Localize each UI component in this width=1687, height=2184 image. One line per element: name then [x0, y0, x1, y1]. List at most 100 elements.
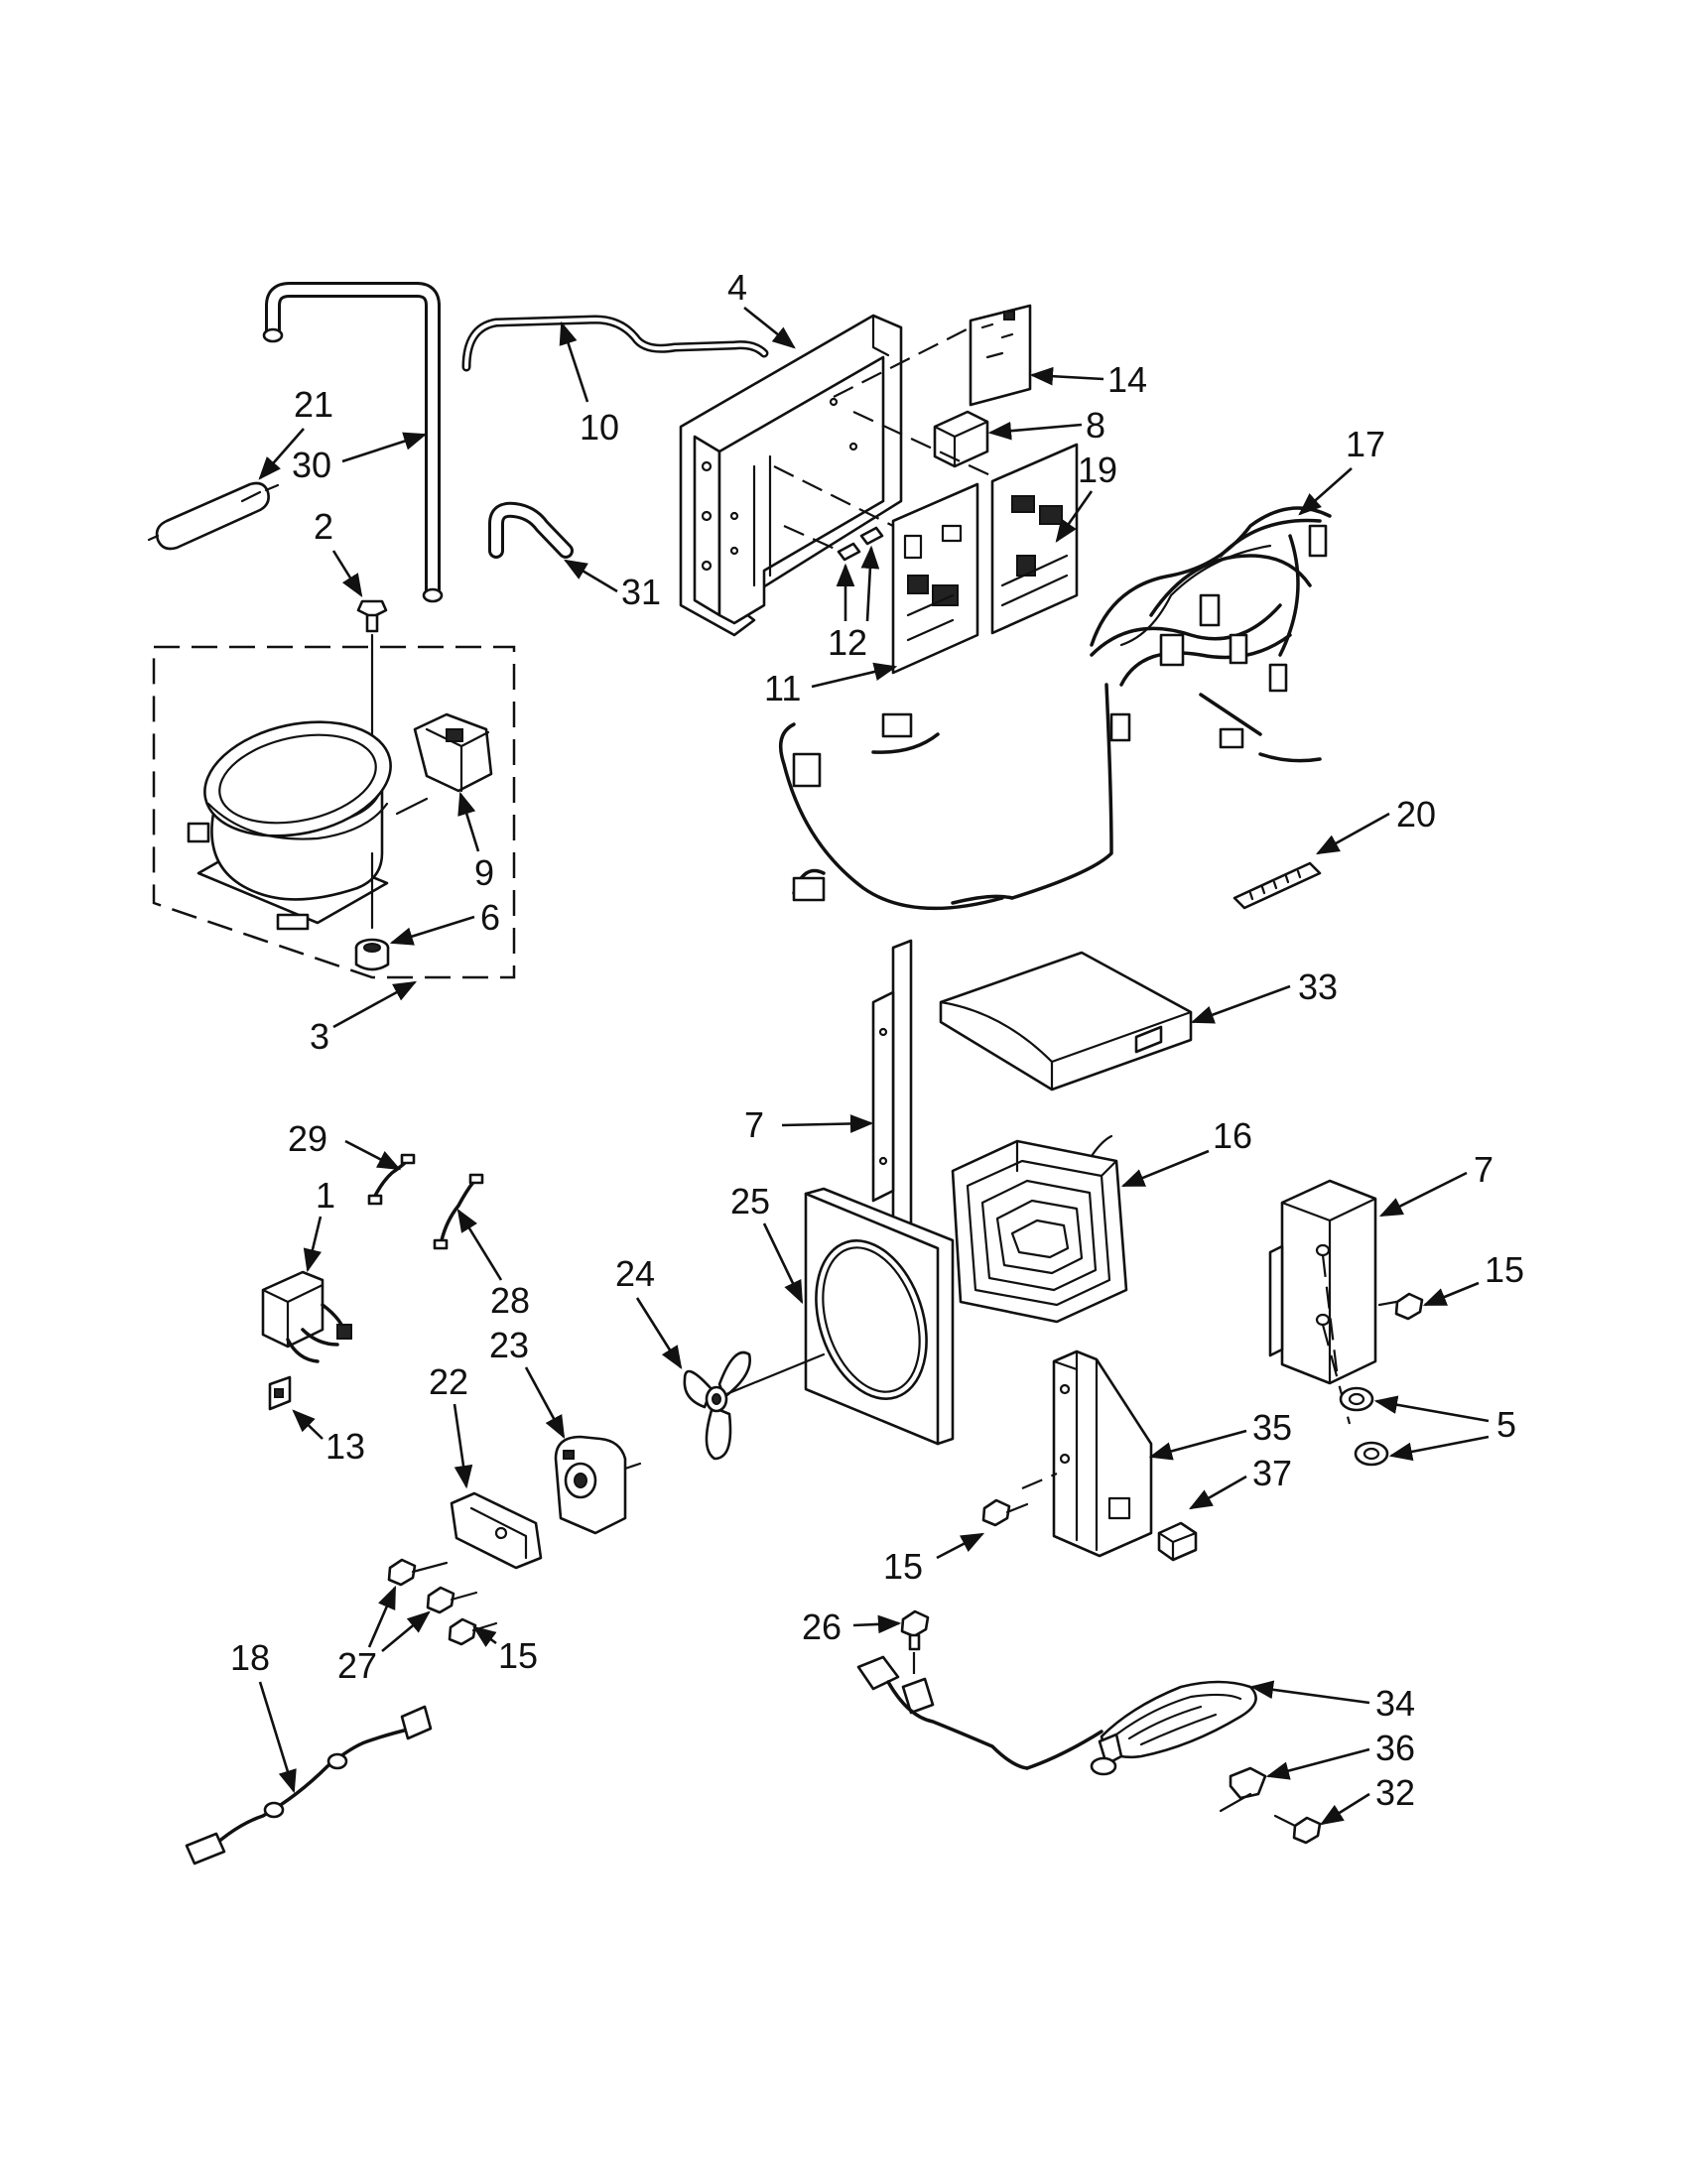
control-board-11 — [891, 482, 979, 675]
leader-29 — [344, 1139, 402, 1171]
compressor — [187, 720, 392, 931]
callout-27: 27 — [337, 1645, 377, 1686]
leader-14 — [1029, 366, 1104, 386]
grommets-5 — [1339, 1386, 1389, 1467]
alignment-lines-boards — [773, 326, 993, 527]
leader-11 — [811, 662, 898, 689]
wire-18 — [185, 1705, 433, 1865]
leader-17 — [1298, 467, 1353, 516]
callout-16: 16 — [1213, 1115, 1252, 1156]
leader-16 — [1120, 1149, 1210, 1188]
callout-19: 19 — [1078, 450, 1117, 490]
callout-33: 33 — [1298, 966, 1338, 1007]
leader-37 — [1188, 1475, 1247, 1510]
screw-15-left — [448, 1617, 498, 1646]
callout-20: 20 — [1396, 794, 1436, 835]
screw-15-center — [981, 1498, 1029, 1527]
callout-12: 12 — [828, 622, 867, 663]
clips-12 — [783, 524, 884, 562]
callout-30: 30 — [292, 445, 331, 485]
callout-5: 5 — [1496, 1404, 1516, 1445]
leader-30 — [341, 432, 428, 463]
relay-9 — [395, 712, 493, 816]
clip-36 — [1219, 1766, 1267, 1813]
leader-7-right — [1378, 1171, 1468, 1218]
leader-5a — [1373, 1395, 1490, 1423]
leader-36 — [1265, 1747, 1370, 1780]
callout-17: 17 — [1346, 424, 1385, 464]
callout-4: 4 — [727, 267, 747, 308]
compressor-assembly-3 — [152, 645, 516, 979]
callout-25: 25 — [730, 1181, 770, 1221]
tube-31 — [488, 501, 574, 559]
clip-13 — [268, 1375, 292, 1411]
leader-32 — [1320, 1792, 1370, 1826]
leader-27b — [381, 1610, 431, 1653]
callout-9: 9 — [474, 852, 494, 893]
tube-30 — [262, 282, 444, 603]
callout-layer: 21 30 10 31 4 14 8 19 17 12 11 20 — [230, 267, 1524, 1826]
leader-19 — [1055, 490, 1094, 543]
leader-24 — [635, 1297, 683, 1369]
box-8 — [933, 410, 989, 468]
callout-8: 8 — [1086, 405, 1105, 446]
leader-15-center — [936, 1532, 985, 1560]
callout-15-left: 15 — [498, 1635, 538, 1676]
callout-28: 28 — [490, 1280, 530, 1321]
leader-23 — [524, 1366, 566, 1440]
callout-23: 23 — [489, 1325, 529, 1365]
board-19 — [990, 443, 1079, 635]
wire-harness-17 — [778, 506, 1332, 911]
bracket-22 — [450, 1491, 543, 1570]
callout-3: 3 — [310, 1016, 329, 1057]
leader-31 — [563, 559, 618, 593]
wire-28 — [433, 1173, 484, 1250]
leader-10 — [559, 321, 589, 403]
callout-7-right: 7 — [1474, 1149, 1493, 1190]
callout-21: 21 — [294, 384, 333, 425]
leader-3 — [332, 980, 418, 1029]
leader-28 — [456, 1209, 503, 1281]
leader-15-right — [1422, 1281, 1480, 1307]
leader-34 — [1249, 1680, 1370, 1705]
heater-34 — [856, 1655, 1257, 1776]
callout-26: 26 — [802, 1606, 842, 1647]
leader-9 — [457, 791, 480, 852]
callout-32: 32 — [1375, 1772, 1415, 1813]
grommet-6 — [354, 851, 390, 971]
leader-13 — [292, 1409, 324, 1440]
leader-21 — [258, 428, 305, 480]
callout-24: 24 — [615, 1253, 655, 1294]
callout-18: 18 — [230, 1637, 270, 1678]
leader-4 — [743, 306, 796, 349]
fan-blade-24 — [683, 1350, 826, 1461]
leader-35 — [1148, 1429, 1247, 1461]
tube-10 — [461, 315, 769, 372]
callout-7-left: 7 — [744, 1104, 764, 1145]
callout-36: 36 — [1375, 1728, 1415, 1768]
fan-motor-23 — [554, 1435, 642, 1535]
callout-2: 2 — [314, 506, 333, 547]
callout-15-center: 15 — [883, 1546, 923, 1587]
leader-33 — [1190, 984, 1291, 1024]
leader-18 — [258, 1681, 297, 1794]
callout-31: 31 — [621, 572, 661, 612]
leader-6 — [389, 915, 475, 946]
leader-1 — [303, 1216, 323, 1273]
screw-15-right — [1377, 1292, 1424, 1321]
bracket-35 — [1021, 1349, 1153, 1558]
start-device-1 — [261, 1270, 352, 1363]
callout-34: 34 — [1375, 1683, 1415, 1724]
callout-10: 10 — [580, 407, 619, 448]
part-37 — [1157, 1521, 1198, 1562]
callout-11: 11 — [764, 668, 801, 708]
callout-22: 22 — [429, 1361, 468, 1402]
callout-14: 14 — [1107, 359, 1147, 400]
leader-2 — [331, 550, 363, 597]
callout-35: 35 — [1252, 1407, 1292, 1448]
screw-32 — [1273, 1814, 1322, 1845]
leader-25 — [762, 1222, 804, 1305]
leader-7-left — [781, 1114, 874, 1133]
